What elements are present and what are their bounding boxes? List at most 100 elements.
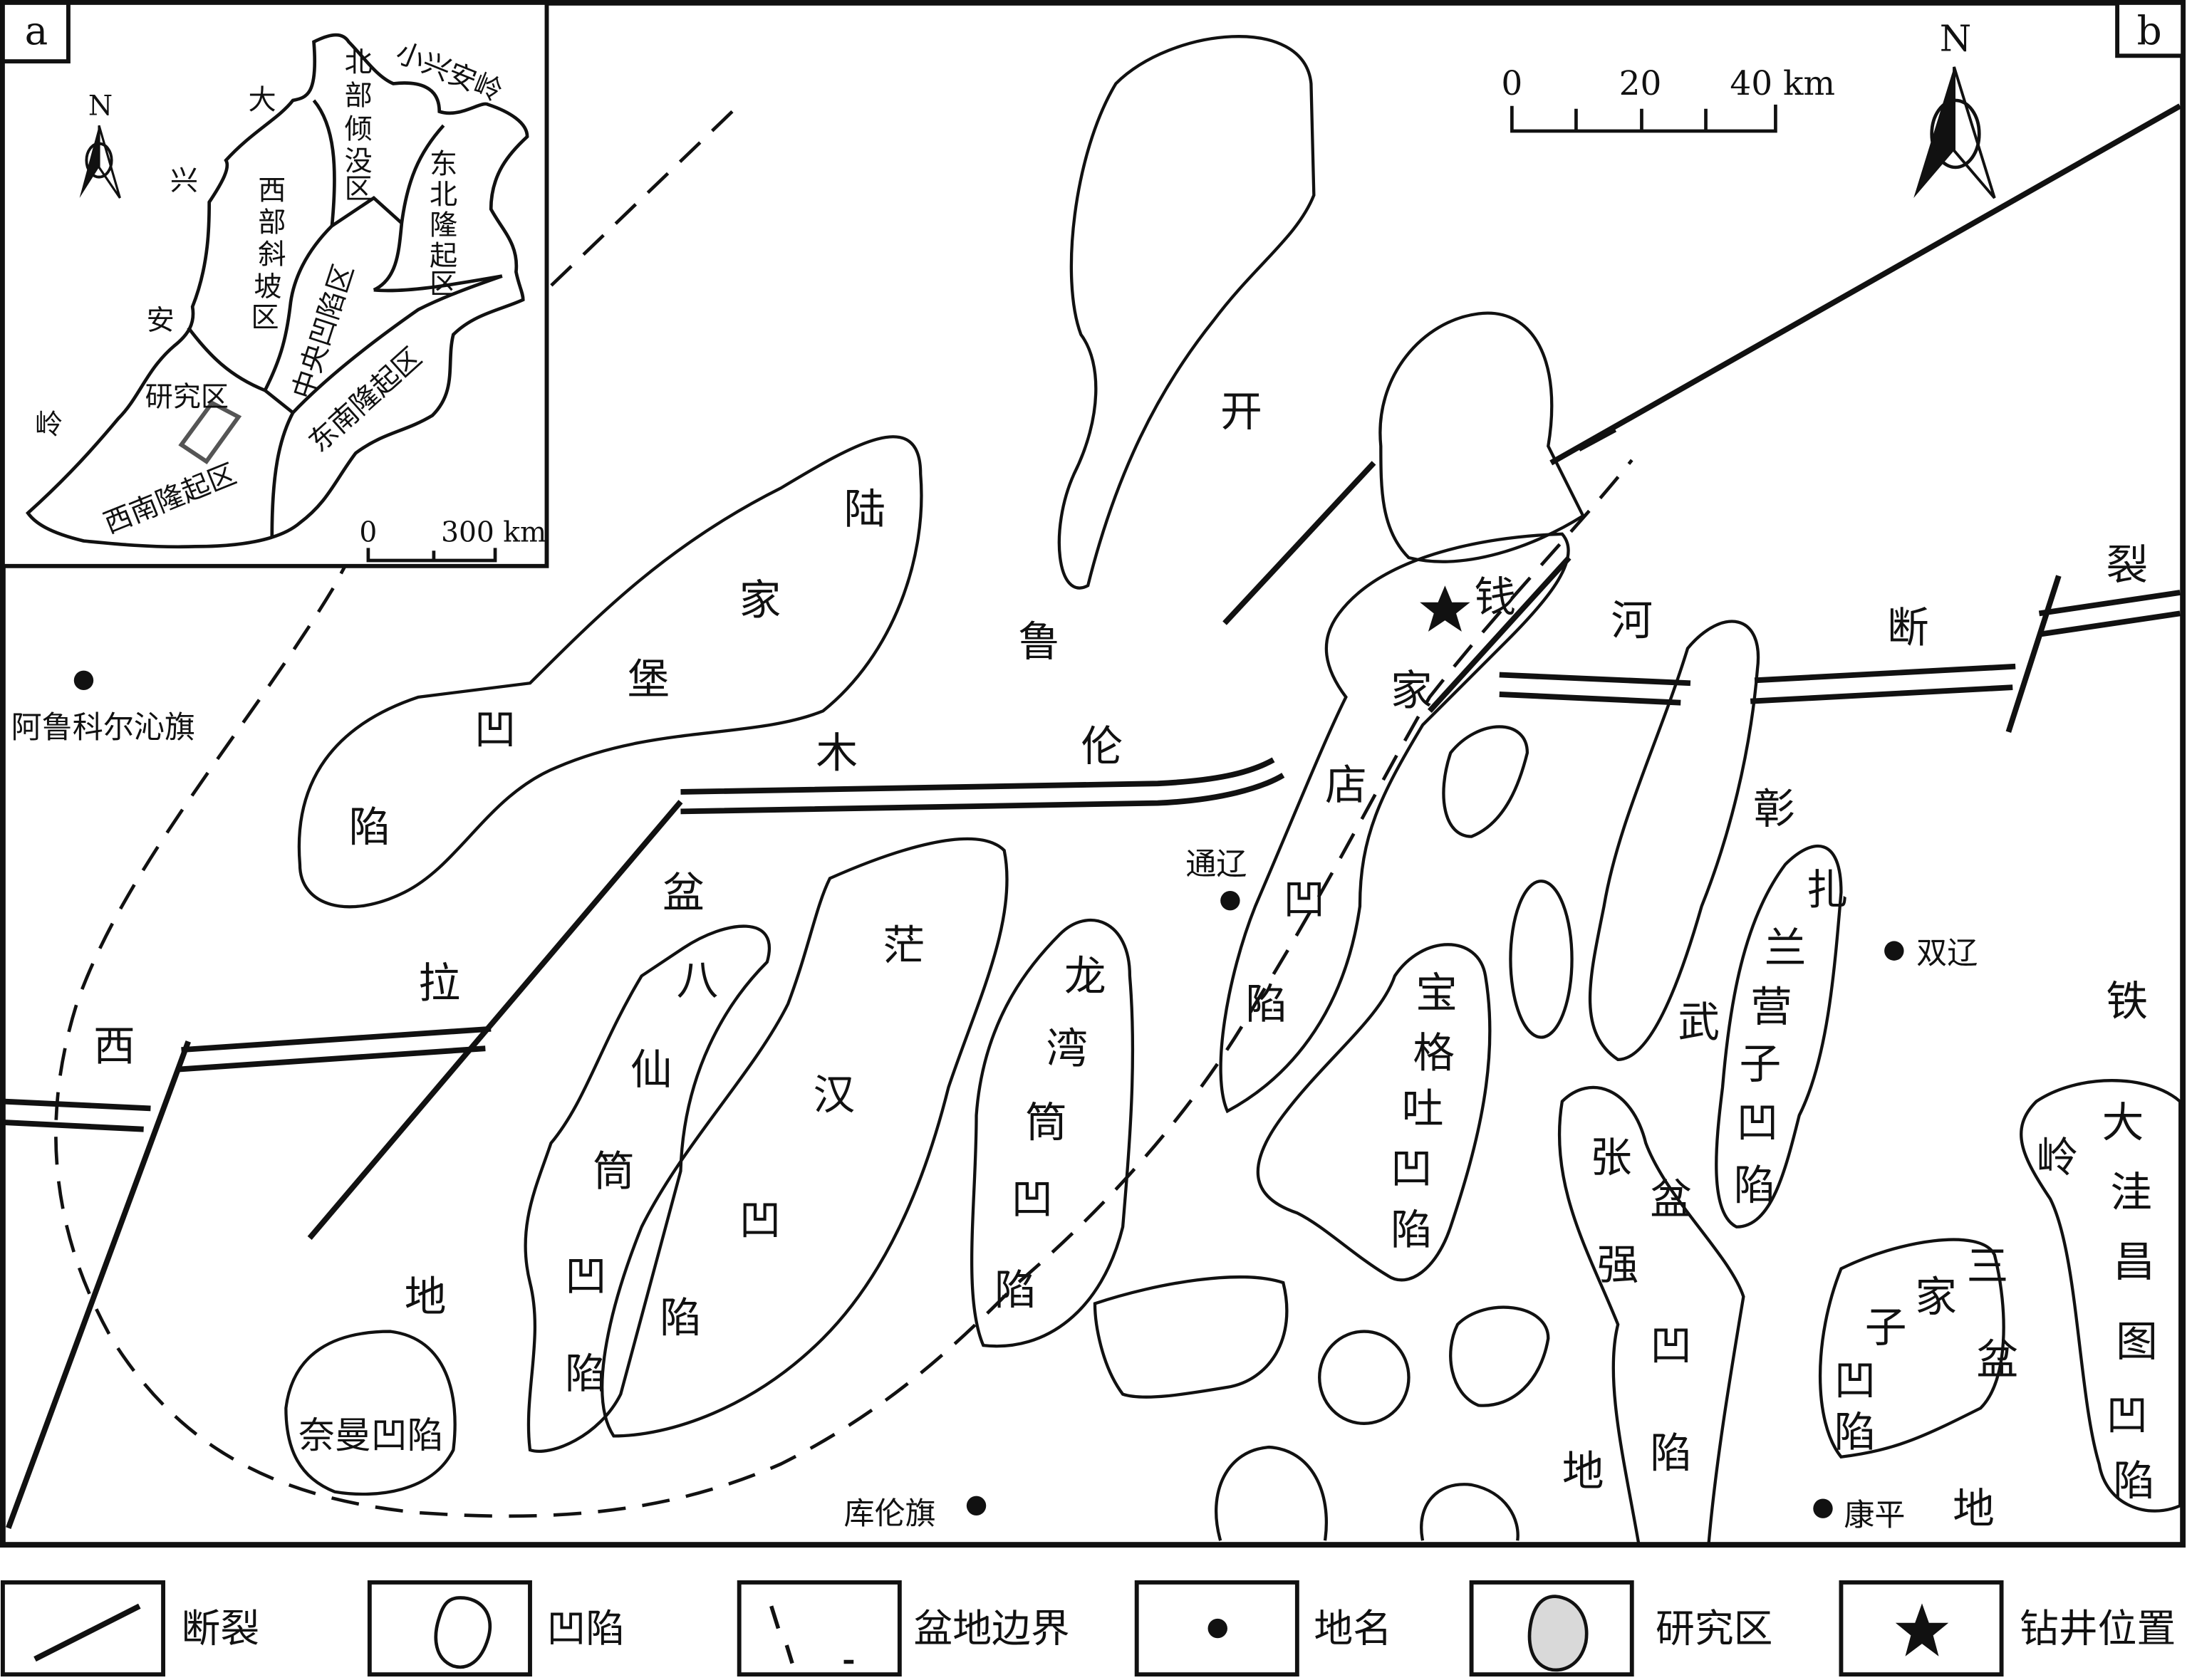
- scale-tick-20: 20: [1619, 64, 1662, 103]
- label-char: 昌: [2113, 1237, 2155, 1286]
- north-label: N: [88, 90, 113, 122]
- label-char: 斜: [258, 239, 286, 271]
- label-char: 家: [739, 575, 781, 624]
- label-char: 区: [251, 302, 279, 334]
- basin-label-mulun: 木伦: [816, 721, 1123, 778]
- label-char: 陷: [660, 1293, 702, 1342]
- legend: 断裂 凹陷 盆地边界 地名 研究区 钻井位置: [0, 1580, 2176, 1677]
- depression-small-2: [1509, 880, 1574, 1039]
- label-char: 凹: [1834, 1356, 1876, 1405]
- basin-label-zhangqiang-pendi: 盆地: [1562, 1174, 1692, 1496]
- fault-label-hebei: 河断裂: [1611, 540, 2148, 652]
- place-name: 库伦旗: [844, 1496, 936, 1532]
- label-char: 坡: [254, 271, 281, 303]
- label-char: 河: [1611, 596, 1653, 645]
- basin-label-pendi: 盆: [663, 867, 705, 917]
- label-char: 起: [430, 241, 457, 273]
- place-name: 康平: [1844, 1498, 1905, 1533]
- label-char: 岭: [2037, 1132, 2079, 1181]
- north-arrow-icon: N: [1913, 18, 1996, 199]
- label-char: 裂: [2106, 540, 2148, 589]
- label-char: 凹: [565, 1251, 607, 1300]
- faults: [2, 103, 2182, 1529]
- label-char: 北: [430, 179, 457, 212]
- depression-small-5: [1449, 1305, 1550, 1407]
- label-char: 木: [816, 729, 858, 778]
- label-char: 倾: [345, 114, 373, 146]
- label-char: 陷: [565, 1349, 607, 1398]
- place-dot-icon: [966, 1496, 987, 1515]
- label-char: 部: [258, 207, 286, 239]
- legend-item-drill-site: 钻井位置: [1839, 1580, 2176, 1677]
- label-char: 湾: [1046, 1024, 1088, 1073]
- label-char: 地: [1562, 1446, 1604, 1496]
- label-char: 兰: [1765, 924, 1807, 973]
- depression-kailu-north: [1057, 35, 1316, 590]
- label-char: 凹: [1011, 1174, 1053, 1224]
- place-markers: 阿鲁科尔沁旗 通辽 双辽 库伦旗 康平: [11, 670, 1978, 1533]
- depression-lujiapu: [297, 435, 923, 909]
- depression-zhalanyingzi: [1715, 844, 1843, 1228]
- label-char: 安: [147, 305, 175, 337]
- label-char: 凹: [739, 1195, 781, 1244]
- label-char: 北: [345, 47, 373, 79]
- label-char: 陷: [1650, 1428, 1692, 1477]
- legend-item-study-area: 研究区: [1469, 1580, 1772, 1677]
- label-char: 盆: [1976, 1335, 2018, 1384]
- place-dot-icon: [73, 670, 94, 691]
- panel-tag-b: b: [2137, 8, 2162, 53]
- basin-label-tieling: 铁岭: [2037, 976, 2149, 1181]
- label-char: 子: [1740, 1039, 1782, 1088]
- label-char: 吐: [1402, 1084, 1444, 1133]
- label-char: 地: [1953, 1484, 1995, 1533]
- label-char: 龙: [1064, 951, 1106, 1001]
- legend-label: 地名: [1314, 1606, 1392, 1652]
- label-char: 家: [1915, 1272, 1957, 1321]
- label-char: 三: [1967, 1241, 2009, 1290]
- depression-dawachangtu: [2020, 1079, 2182, 1513]
- depression-baogetu: [1256, 943, 1492, 1282]
- label-char: 隆: [430, 210, 457, 242]
- study-area-box: [178, 400, 242, 465]
- basin-boundary-dashed-icon: [769, 1605, 854, 1664]
- place-dot-icon: [1813, 1498, 1833, 1518]
- label-char: 陷: [1391, 1205, 1433, 1254]
- depression-longwantong: [970, 919, 1135, 1348]
- scale-tick-40km: 40 km: [1730, 64, 1835, 103]
- depression-small-1: [1442, 725, 1529, 838]
- label-char: 宝: [1415, 968, 1458, 1017]
- panel-tag-a: a: [25, 8, 48, 53]
- north-arrow-a-icon: N: [79, 90, 121, 199]
- label-char: 张: [1590, 1132, 1632, 1181]
- study-area-fill-icon: [1527, 1595, 1589, 1672]
- label-char: 陷: [1734, 1161, 1776, 1210]
- label-char: 茫: [883, 921, 925, 970]
- depression-naiman: [284, 1330, 457, 1496]
- label-char: 兴: [170, 165, 198, 197]
- label-char: 地: [405, 1272, 447, 1321]
- basin-label-xila: 西拉: [93, 959, 460, 1070]
- label-char: 彰: [1753, 784, 1795, 833]
- main-map-panel: 阿鲁科尔沁旗 通辽 双辽 库伦旗 康平 开鲁 盆 地 木伦 西拉 河断裂 彰武 …: [0, 0, 2186, 1548]
- label-char: 凹: [1283, 875, 1325, 924]
- label-char: 武: [1678, 997, 1720, 1046]
- label-char: 洼: [2110, 1167, 2152, 1216]
- legend-label: 断裂: [182, 1606, 260, 1652]
- label-char: 仙: [630, 1045, 672, 1094]
- basin-label-sanjiazi-pendi: 盆地: [1953, 1335, 2018, 1533]
- legend-label: 钻井位置: [2020, 1606, 2176, 1652]
- legend-label: 研究区: [1656, 1606, 1772, 1652]
- basin-label-changwu: 彰武: [1678, 784, 1794, 1047]
- depression-changwu: [1588, 620, 1760, 1061]
- label-char: 堡: [628, 654, 670, 704]
- legend-item-fault: 断裂: [0, 1580, 260, 1677]
